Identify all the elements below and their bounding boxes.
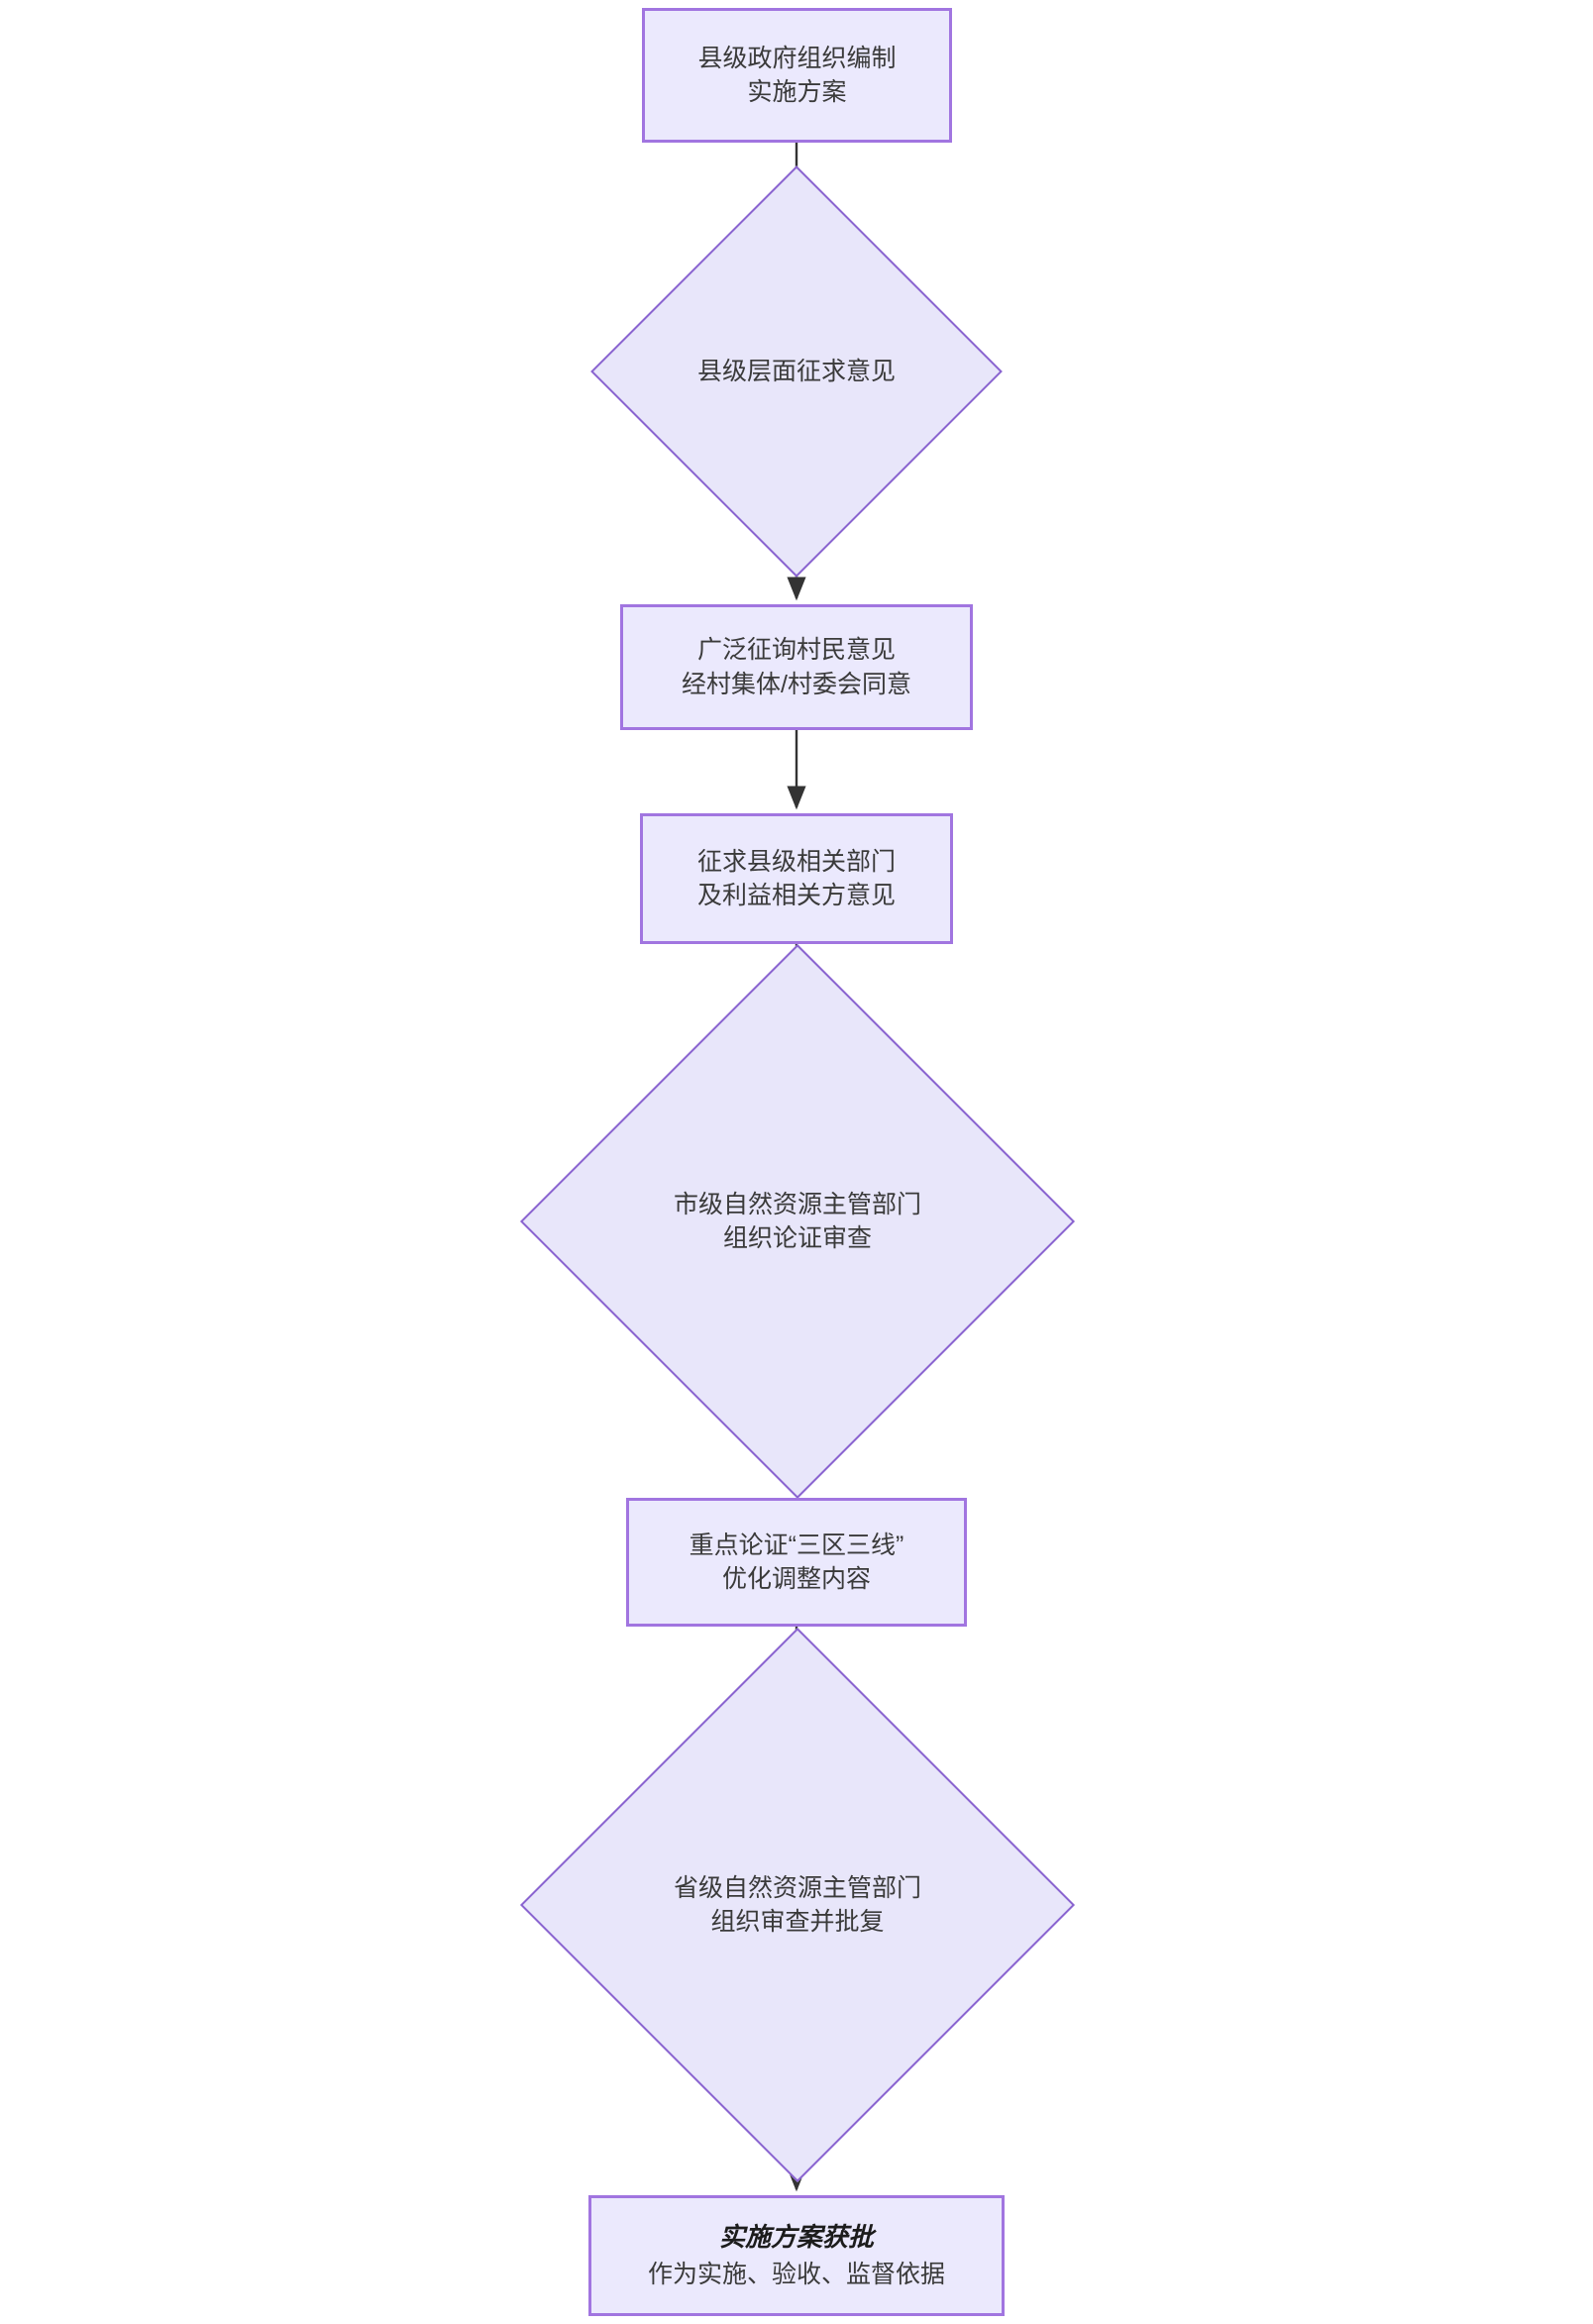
node-label-group: 实施方案获批 作为实施、验收、监督依据 (648, 2218, 945, 2292)
node-label: 县级层面征求意见 (696, 357, 896, 385)
node-title: 实施方案获批 (718, 2222, 874, 2253)
node-subtitle: 作为实施、验收、监督依据 (647, 2261, 945, 2289)
node-department-stakeholder-opinions[interactable]: 征求县级相关部门 及利益相关方意见 (640, 813, 953, 944)
node-villager-consultation[interactable]: 广泛征询村民意见 经村集体/村委会同意 (620, 604, 973, 730)
node-label: 广泛征询村民意见 经村集体/村委会同意 (682, 636, 911, 698)
node-label: 征求县级相关部门 及利益相关方意见 (696, 847, 896, 910)
node-provincial-review-approval[interactable]: 省级自然资源主管部门 组织审查并批复 (519, 1627, 1076, 2183)
node-label: 县级政府组织编制 实施方案 (697, 44, 897, 107)
node-municipal-review[interactable]: 市级自然资源主管部门 组织论证审查 (519, 943, 1076, 1500)
node-three-zones-three-lines[interactable]: 重点论证“三区三线” 优化调整内容 (626, 1498, 967, 1627)
node-label: 市级自然资源主管部门 组织论证审查 (673, 1190, 921, 1253)
node-county-government-drafting[interactable]: 县级政府组织编制 实施方案 (642, 8, 952, 143)
node-plan-approved[interactable]: 实施方案获批 作为实施、验收、监督依据 (588, 2195, 1005, 2316)
node-county-level-consultation[interactable]: 县级层面征求意见 (590, 165, 1003, 578)
node-label: 省级自然资源主管部门 组织审查并批复 (673, 1873, 921, 1937)
node-label: 重点论证“三区三线” 优化调整内容 (689, 1531, 904, 1594)
